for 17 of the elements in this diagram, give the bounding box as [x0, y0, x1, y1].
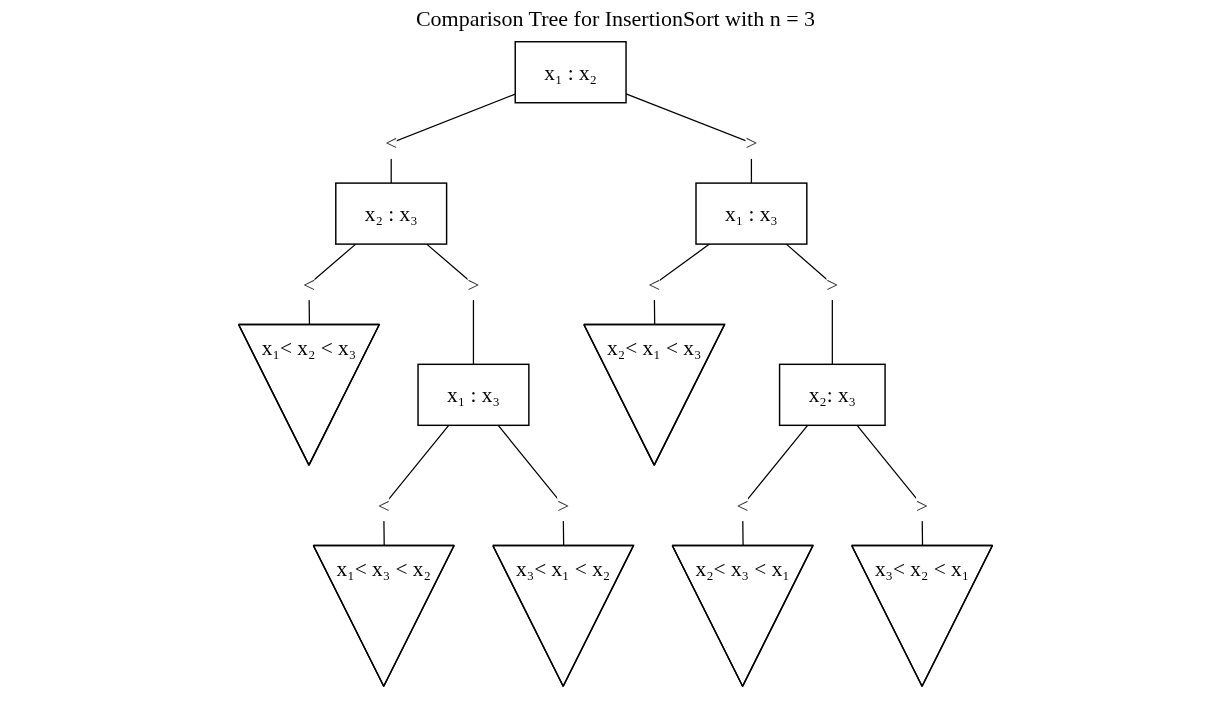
edge-label: > [557, 493, 570, 518]
edge-label: > [916, 493, 929, 518]
edge-label: > [745, 130, 758, 156]
edge-label: < [736, 493, 749, 518]
node-box: x₁ : x₂ [514, 41, 627, 104]
diagram-title: Comparison Tree for InsertionSort with n = 3 [414, 6, 817, 32]
edge-label: < [302, 272, 315, 297]
edge-label: < [385, 130, 398, 156]
node-box: x₁ : x₃ [417, 363, 530, 427]
node-box: x₂ : x₃ [335, 182, 448, 245]
connector [390, 93, 516, 184]
node-box: x₂: x₃ [778, 363, 886, 427]
node-box: x₁ : x₃ [695, 182, 808, 245]
edge-label: > [826, 272, 839, 297]
edge-label: > [467, 272, 480, 297]
edge-label: < [648, 272, 661, 297]
edge-label: < [377, 493, 390, 518]
